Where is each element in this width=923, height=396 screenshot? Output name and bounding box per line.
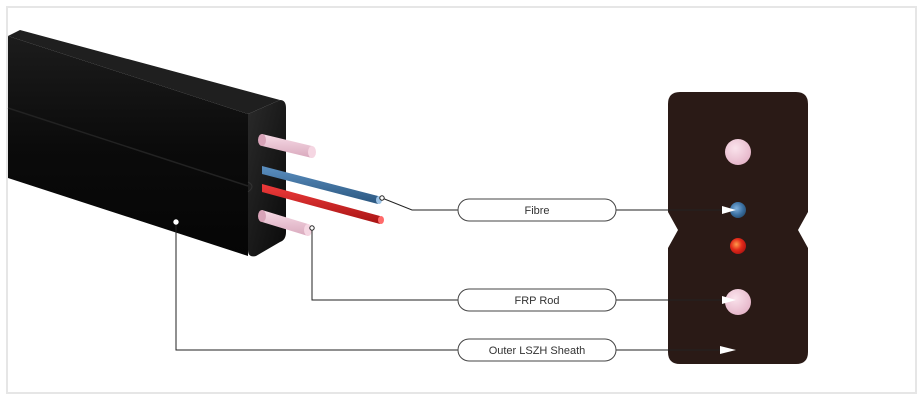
label-frp-rod: FRP Rod [457,288,617,312]
cable-3d-illustration [7,30,384,257]
leader-dot-sheath [173,219,179,225]
leader-dot-fibre [379,195,385,201]
arrow-frp-rod [722,296,736,304]
label-outer-sheath: Outer LSZH Sheath [457,338,617,362]
fibre-red-strand [262,184,384,224]
label-outer-sheath-text: Outer LSZH Sheath [489,345,586,357]
frp-rod-upper [258,134,316,158]
cable-cross-section [668,92,808,364]
cross-section-frp-rod-bottom [725,289,751,315]
label-frp-rod-text: FRP Rod [514,295,559,307]
cross-section-frp-rod-top [725,139,751,165]
leader-line-frp-rod [311,230,458,301]
label-fibre: Fibre [457,198,617,222]
cross-section-fibre-blue [730,202,746,218]
cable-groove [7,107,249,187]
leader-line-fibre [381,197,458,211]
frp-rod-lower [258,210,312,236]
arrow-fibre [722,206,736,214]
leader-lines [175,197,724,351]
leader-line-outer-sheath [175,222,458,351]
label-fibre-text: Fibre [524,205,549,217]
arrow-outer-sheath [720,346,736,354]
leader-dot-frp-rod [309,225,315,231]
cross-section-fibre-red [730,238,746,254]
cable-side-face [8,36,248,256]
cable-top-face [8,30,280,114]
cross-section-sheath [668,92,808,364]
